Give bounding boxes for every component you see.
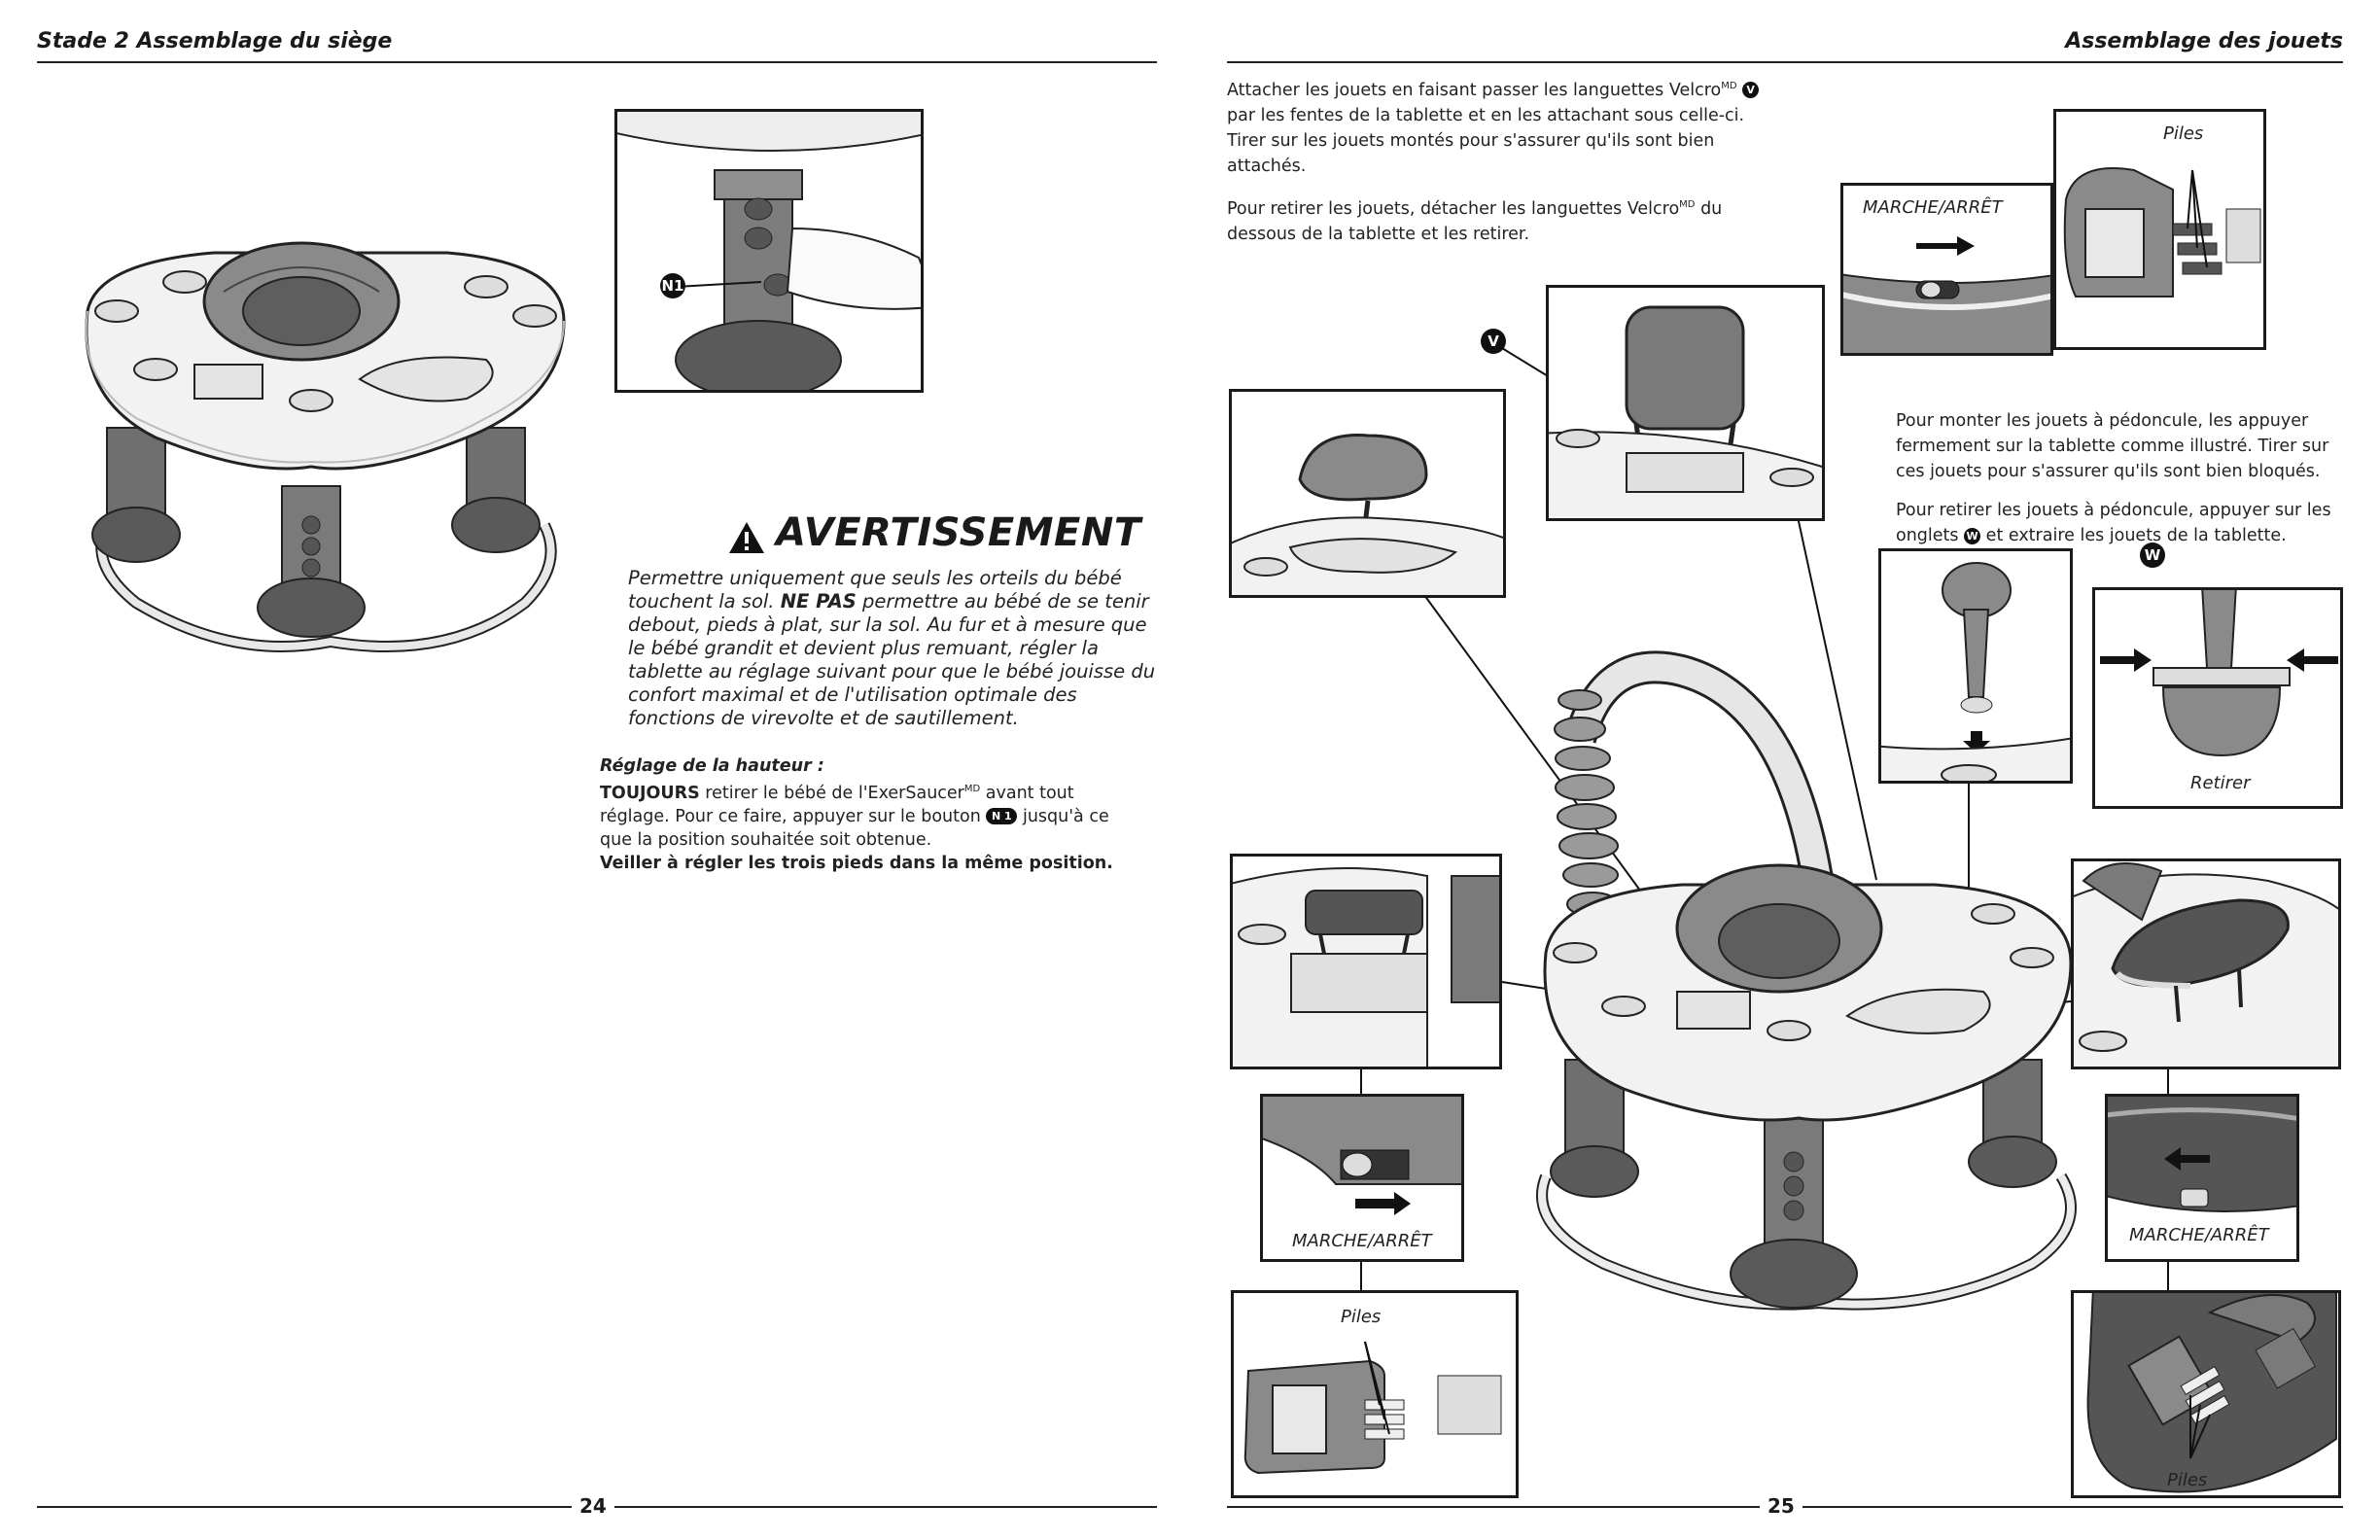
retirer-label: Retirer	[2190, 773, 2251, 793]
md-superscript: MD	[963, 784, 981, 794]
height-bold-note: Veiller à régler les trois pieds dans la…	[600, 853, 1113, 873]
stalk-p2-b: et extraire les jouets de la tablette.	[1985, 526, 2287, 545]
height-text-1: retirer le bébé de l'ExerSaucer	[705, 783, 964, 803]
callout-n1: N1	[660, 273, 685, 298]
height-text-2: avant tout réglage. Pour ce faire, appuy…	[600, 783, 1074, 826]
height-setting-title: Réglage de la hauteur :	[600, 756, 824, 776]
exersaucer-stage2-illustration	[85, 241, 566, 652]
leg-height-detail	[617, 112, 921, 390]
warning-emphasis: NE PAS	[780, 590, 857, 612]
battery-left-graphic	[1243, 1341, 1502, 1475]
stalk-toy-graphic	[1881, 562, 2070, 781]
intro-p2-a: Pour retirer les jouets, détacher les la…	[1227, 198, 1680, 219]
switch-housing-graphic	[1843, 273, 2050, 353]
piles-right-label: Piles	[2167, 1470, 2208, 1490]
switch-detail-left-box: MARCHE/ARRÊT	[1260, 1094, 1464, 1262]
right-mid-toy-graphic	[2074, 862, 2338, 1067]
w-badge: W	[1964, 527, 1981, 544]
piles-top-label: Piles	[2163, 123, 2204, 144]
stalk-remove-box: Retirer	[2092, 587, 2343, 809]
intro-p2-b: du dessous de la tablette et les retirer…	[1227, 198, 1723, 244]
battery-right-graphic	[2086, 1293, 2337, 1493]
stalk-remove-graphic	[2100, 590, 2338, 757]
stalk-p1: Pour monter les jouets à pédoncule, les …	[1896, 411, 2329, 481]
always-label: TOUJOURS	[600, 783, 700, 803]
intro-p1-a: Attacher les jouets en faisant passer le…	[1227, 80, 1722, 100]
marche-right-label: MARCHE/ARRÊT	[2129, 1225, 2269, 1245]
switch-left-graphic	[1263, 1097, 1461, 1215]
batteries-left-box: Piles	[1231, 1290, 1519, 1498]
intro-paragraphs: Attacher les jouets en faisant passer le…	[1227, 74, 1771, 261]
warning-text-2: permettre au bébé de se tenir debout, pi…	[628, 590, 1156, 729]
stalk-p2-a: Pour retirer les jouets à pédoncule, app…	[1896, 501, 2331, 545]
batteries-top-box: Piles	[2053, 109, 2266, 350]
right-page-header: Assemblage des jouets	[2065, 29, 2343, 53]
marche-top-label: MARCHE/ARRÊT	[1863, 197, 2003, 218]
batteries-right-box: Piles	[2071, 1290, 2341, 1498]
switch-right-graphic	[2108, 1097, 2296, 1212]
height-setting-text: TOUJOURS retirer le bébé de l'ExerSaucer…	[600, 778, 1144, 852]
right-mid-toy-box	[2071, 858, 2341, 1069]
marche-left-label: MARCHE/ARRÊT	[1292, 1231, 1432, 1251]
left-mid-toy-box	[1230, 854, 1502, 1069]
stalk-paragraphs: Pour monter les jouets à pédoncule, les …	[1896, 408, 2343, 562]
exersaucer-with-toys-illustration	[1536, 650, 2077, 1311]
arrow-right-icon	[1916, 236, 1975, 256]
n1-badge: N 1	[986, 808, 1018, 825]
battery-compartment-graphic	[2063, 167, 2261, 298]
stalk-toy-box	[1878, 548, 2073, 784]
switch-detail-top-box: MARCHE/ARRÊT	[1840, 183, 2053, 356]
left-page-number: 24	[572, 1494, 614, 1518]
height-text-3: jusqu'à ce que la position souhaitée soi…	[600, 806, 1109, 850]
small-toy-graphic	[1232, 434, 1503, 595]
velcro-toy-graphic	[1549, 305, 1822, 518]
right-header-rule	[1227, 61, 2343, 63]
intro-p1-sup: MD	[1721, 81, 1737, 91]
left-header-rule	[37, 61, 1157, 63]
callout-w: W	[2140, 542, 2165, 568]
intro-p2-sup: MD	[1679, 198, 1696, 210]
intro-p1-b: par les fentes de la tablette et en les …	[1227, 105, 1745, 176]
piles-left-label: Piles	[1341, 1307, 1382, 1327]
small-toy-detail-box	[1229, 389, 1506, 598]
warning-text-1: Permettre uniquement que seuls les ortei…	[628, 567, 1122, 612]
left-page-header: Stade 2 Assemblage du siège	[37, 29, 393, 53]
callout-v: V	[1481, 329, 1506, 354]
right-page-number: 25	[1760, 1494, 1802, 1518]
warning-title: AVERTISSEMENT	[776, 510, 1141, 555]
left-mid-toy-graphic	[1233, 867, 1499, 1067]
v-badge: V	[1742, 82, 1760, 99]
velcro-toy-detail-box	[1546, 285, 1825, 521]
warning-triangle-icon	[729, 522, 764, 553]
warning-body: Permettre uniquement que seuls les ortei…	[628, 567, 1161, 730]
switch-detail-right-box: MARCHE/ARRÊT	[2105, 1094, 2299, 1262]
height-setting-section: Réglage de la hauteur : TOUJOURS retirer…	[600, 754, 1144, 875]
height-button-detail-box: N1	[614, 109, 924, 393]
